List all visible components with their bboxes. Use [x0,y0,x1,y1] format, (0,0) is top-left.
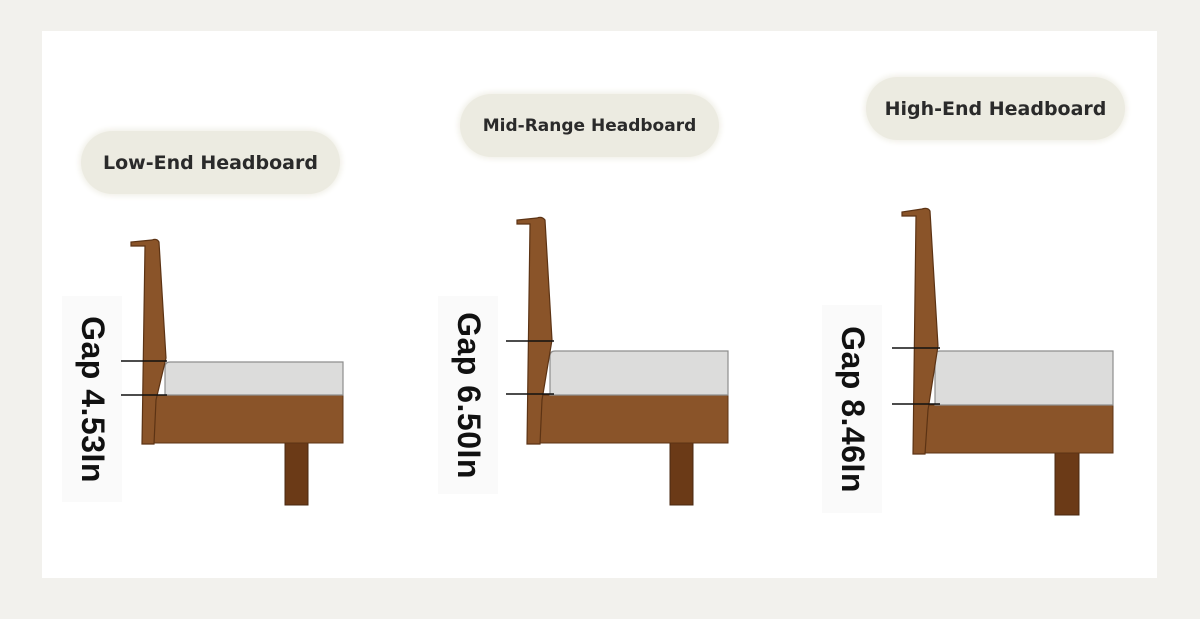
high-end-title: High-End Headboard [884,97,1107,120]
low-end-mattress [164,361,344,396]
mid-range-mattress [549,350,729,396]
high-end-mattress [934,350,1114,406]
mid-range-title-pill: Mid-Range Headboard [460,94,719,157]
low-end-headboard [130,238,167,445]
high-end-title-pill: High-End Headboard [866,77,1125,140]
low-end-gap-label-box: Gap 4.53In [62,296,122,502]
high-end-bed-leg [1054,451,1080,516]
high-end-bed-base [924,404,1114,454]
low-end-title: Low-End Headboard [103,151,318,174]
high-end-headboard [901,207,939,455]
high-end-gap-label-box: Gap 8.46In [822,305,882,513]
mid-range-headboard [516,216,553,445]
mid-range-title: Mid-Range Headboard [482,115,697,136]
mid-range-gap-label-box: Gap 6.50In [438,296,498,494]
low-end-title-pill: Low-End Headboard [81,131,340,194]
mid-range-bed-base [539,394,729,444]
